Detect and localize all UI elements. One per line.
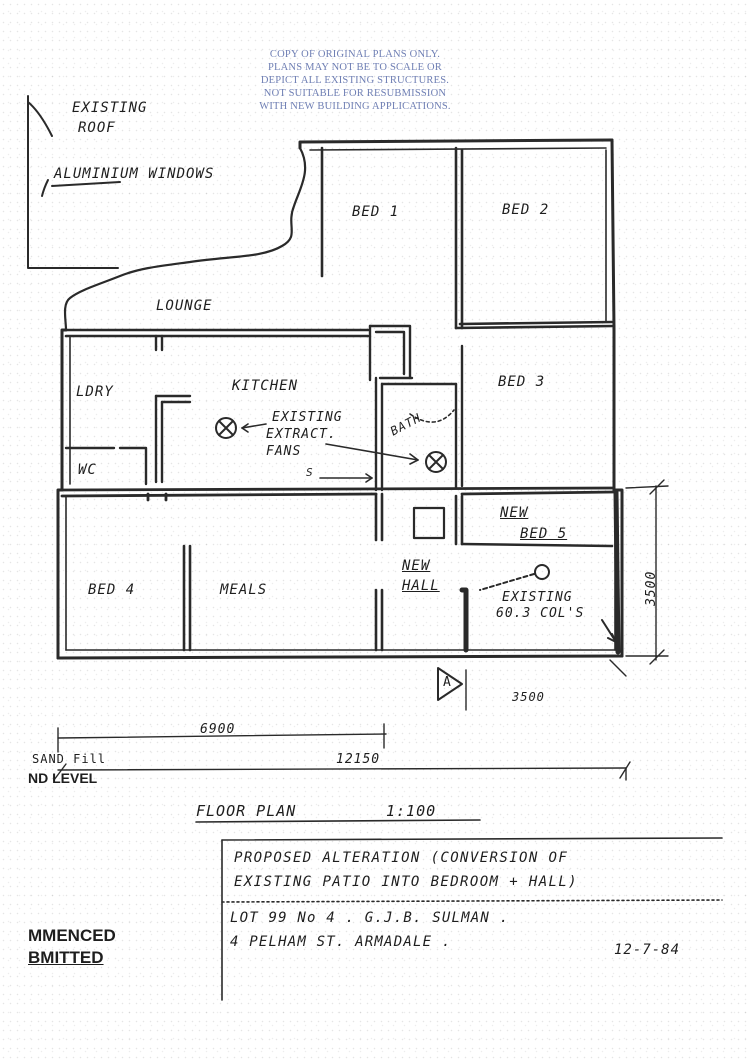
title-block-line2: EXISTING PATIO INTO BEDROOM + HALL)	[234, 874, 579, 890]
room-wc: WC	[78, 462, 97, 478]
room-meals: MEALS	[220, 582, 268, 598]
title-block-line4: 4 PELHAM ST. ARMADALE .	[230, 934, 452, 950]
dimension-3500-vertical: 3500	[644, 570, 659, 606]
stamp-line: PLANS MAY NOT BE TO SCALE OR	[267, 62, 443, 73]
extract-fan-bath	[425, 451, 447, 473]
ground-note-line1: SAND Fill	[32, 752, 107, 766]
stair-mark: S	[306, 466, 314, 479]
title-block-line3: LOT 99 No 4 . G.J.B. SULMAN .	[230, 910, 510, 926]
note-extract-fans-2: EXTRACT.	[266, 427, 337, 442]
note-columns-1: EXISTING	[502, 590, 573, 605]
note-extract-fans-3: FANS	[266, 444, 302, 459]
middle-wall	[60, 486, 616, 502]
room-new-bed-5-line1: NEW	[500, 505, 529, 521]
new-wall-right	[613, 489, 621, 655]
stamp-line: NOT SUITABLE FOR RESUBMISSION	[263, 88, 447, 99]
dimension-12150: 12150	[336, 752, 381, 767]
note-columns-2: 60.3 COL'S	[496, 606, 585, 621]
section-marker-letter: A	[443, 675, 452, 690]
fan-leaders	[241, 409, 455, 483]
room-bed-2: BED 2	[502, 202, 550, 218]
room-new-bed-5-line2: BED 5	[520, 526, 568, 542]
drawing-scale: 1:100	[386, 802, 437, 820]
note-aluminium-windows: ALUMINIUM WINDOWS	[54, 166, 215, 182]
title-block-line1: PROPOSED ALTERATION (CONVERSION OF	[234, 850, 569, 866]
room-bed-4: BED 4	[88, 582, 136, 598]
room-bed-3: BED 3	[498, 374, 546, 390]
margin-stamp-line2: BMITTED	[28, 948, 104, 967]
section-marker	[437, 667, 463, 701]
title-underline	[195, 819, 481, 823]
copy-disclaimer-stamp: COPY OF ORIGINAL PLANS ONLY. PLANS MAY N…	[246, 48, 464, 113]
room-lounge: LOUNGE	[156, 298, 213, 314]
dimension-3500-horizontal: 3500	[512, 690, 545, 704]
title-block-frame	[221, 837, 723, 1001]
room-new-hall-line2: HALL	[402, 578, 440, 594]
lounge-wall	[64, 328, 370, 338]
stamp-line: DEPICT ALL EXISTING STRUCTURES.	[260, 75, 450, 86]
room-laundry: LDRY	[76, 384, 114, 400]
laundry-walls	[64, 334, 192, 486]
hall-box	[412, 506, 446, 540]
dimension-6900: 6900	[200, 722, 236, 737]
note-existing-roof-2: ROOF	[78, 120, 116, 136]
note-existing-roof-1: EXISTING	[72, 100, 148, 116]
room-kitchen: KITCHEN	[232, 378, 299, 394]
column-symbol	[479, 564, 617, 643]
extract-fan-kitchen	[215, 417, 237, 439]
room-new-hall-line1: NEW	[402, 558, 431, 574]
existing-roof-sketch	[27, 95, 307, 332]
lower-walls	[182, 492, 614, 653]
title-block-date: 12-7-84	[614, 942, 681, 958]
dimension-lines	[53, 479, 669, 781]
stamp-line: COPY OF ORIGINAL PLANS ONLY.	[269, 49, 441, 60]
room-bed-1: BED 1	[352, 204, 400, 220]
drawing-title: FLOOR PLAN	[196, 802, 297, 820]
margin-stamp-line1: MMENCED	[28, 926, 116, 945]
ground-note-line2: ND LEVEL	[28, 770, 98, 786]
bath-cupboard	[368, 324, 464, 492]
stamp-line: WITH NEW BUILDING APPLICATIONS.	[259, 101, 451, 112]
bedroom-block-walls	[320, 146, 616, 330]
note-extract-fans-1: EXISTING	[272, 410, 343, 425]
